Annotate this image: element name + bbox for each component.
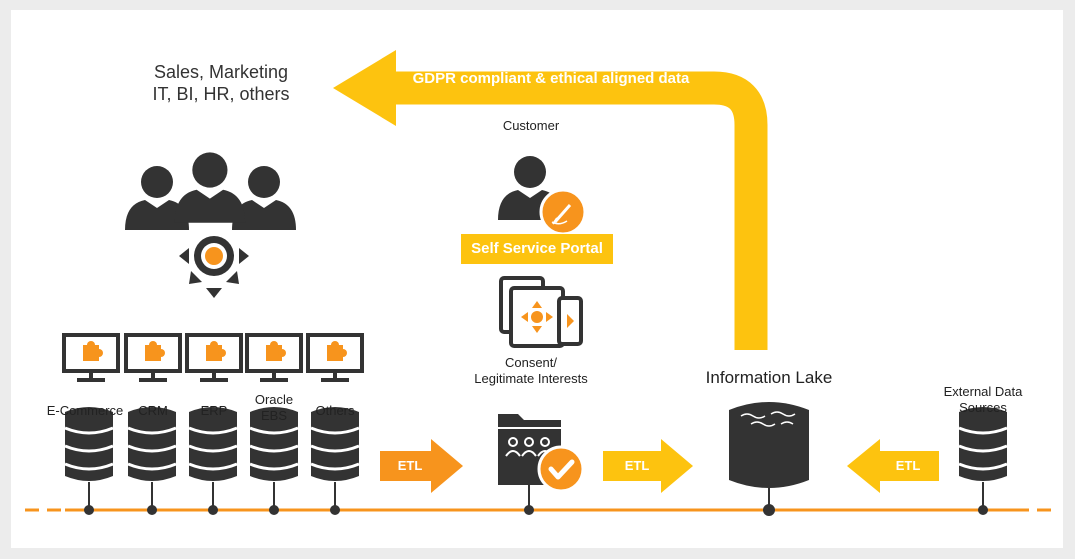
consent-line-2: Legitimate Interests xyxy=(474,370,588,386)
source-label-erp: ERP xyxy=(200,403,228,418)
oracle-line-1: Oracle xyxy=(254,392,294,407)
consumers-label: Sales, Marketing IT, BI, HR, others xyxy=(121,62,321,105)
source-label-oracle-ebs: Oracle EBS xyxy=(244,392,304,423)
consent-line-1: Consent/ xyxy=(504,355,558,370)
diagram-svg xyxy=(25,50,1055,517)
monitor-puzzle-icon xyxy=(245,333,303,384)
self-service-portal-label[interactable]: Self Service Portal xyxy=(471,240,603,257)
self-service-portal-banner xyxy=(461,234,613,264)
edit-pen-icon xyxy=(539,188,587,236)
diagram-canvas: GDPR compliant & ethical aligned data Sa… xyxy=(11,10,1063,548)
people-group-icon xyxy=(125,152,296,230)
database-icon xyxy=(63,405,115,517)
oracle-line-2: EBS xyxy=(260,407,287,423)
source-label-others: Others xyxy=(315,403,355,418)
etl-arrow-2 xyxy=(603,439,693,493)
consumers-line-2: IT, BI, HR, others xyxy=(152,83,290,104)
devices-icon xyxy=(499,276,583,348)
external-sources-label: External Data Sources xyxy=(931,384,1035,415)
external-line-2: Sources xyxy=(959,399,1007,415)
etl-label-1: ETL xyxy=(397,458,423,473)
distribution-icon xyxy=(179,236,249,298)
external-line-1: External Data xyxy=(943,384,1023,399)
customer-label: Customer xyxy=(502,118,560,133)
database-icon xyxy=(126,405,178,517)
database-icon xyxy=(248,405,300,517)
consumers-line-1: Sales, Marketing xyxy=(153,62,289,82)
database-icon xyxy=(309,405,361,517)
etl-arrow-3 xyxy=(847,439,939,493)
etl-arrow-1 xyxy=(380,439,463,493)
checkmark-icon xyxy=(537,445,585,493)
etl-label-2: ETL xyxy=(624,458,650,473)
gdpr-arrow-label: GDPR compliant & ethical aligned data xyxy=(412,70,690,87)
etl-label-3: ETL xyxy=(895,458,921,473)
database-icon xyxy=(957,405,1009,517)
source-label-ecommerce: E-Commerce xyxy=(46,403,124,418)
monitor-puzzle-icon xyxy=(185,333,243,384)
consent-label: Consent/ Legitimate Interests xyxy=(451,355,611,386)
data-lake-icon xyxy=(729,402,809,516)
monitor-puzzle-icon xyxy=(124,333,182,384)
database-icon xyxy=(187,405,239,517)
gdpr-arrow xyxy=(333,50,768,350)
source-label-crm: CRM xyxy=(138,403,168,418)
monitor-puzzle-icon xyxy=(62,333,120,384)
information-lake-label: Information Lake xyxy=(705,368,833,387)
monitor-puzzle-icon xyxy=(306,333,364,384)
